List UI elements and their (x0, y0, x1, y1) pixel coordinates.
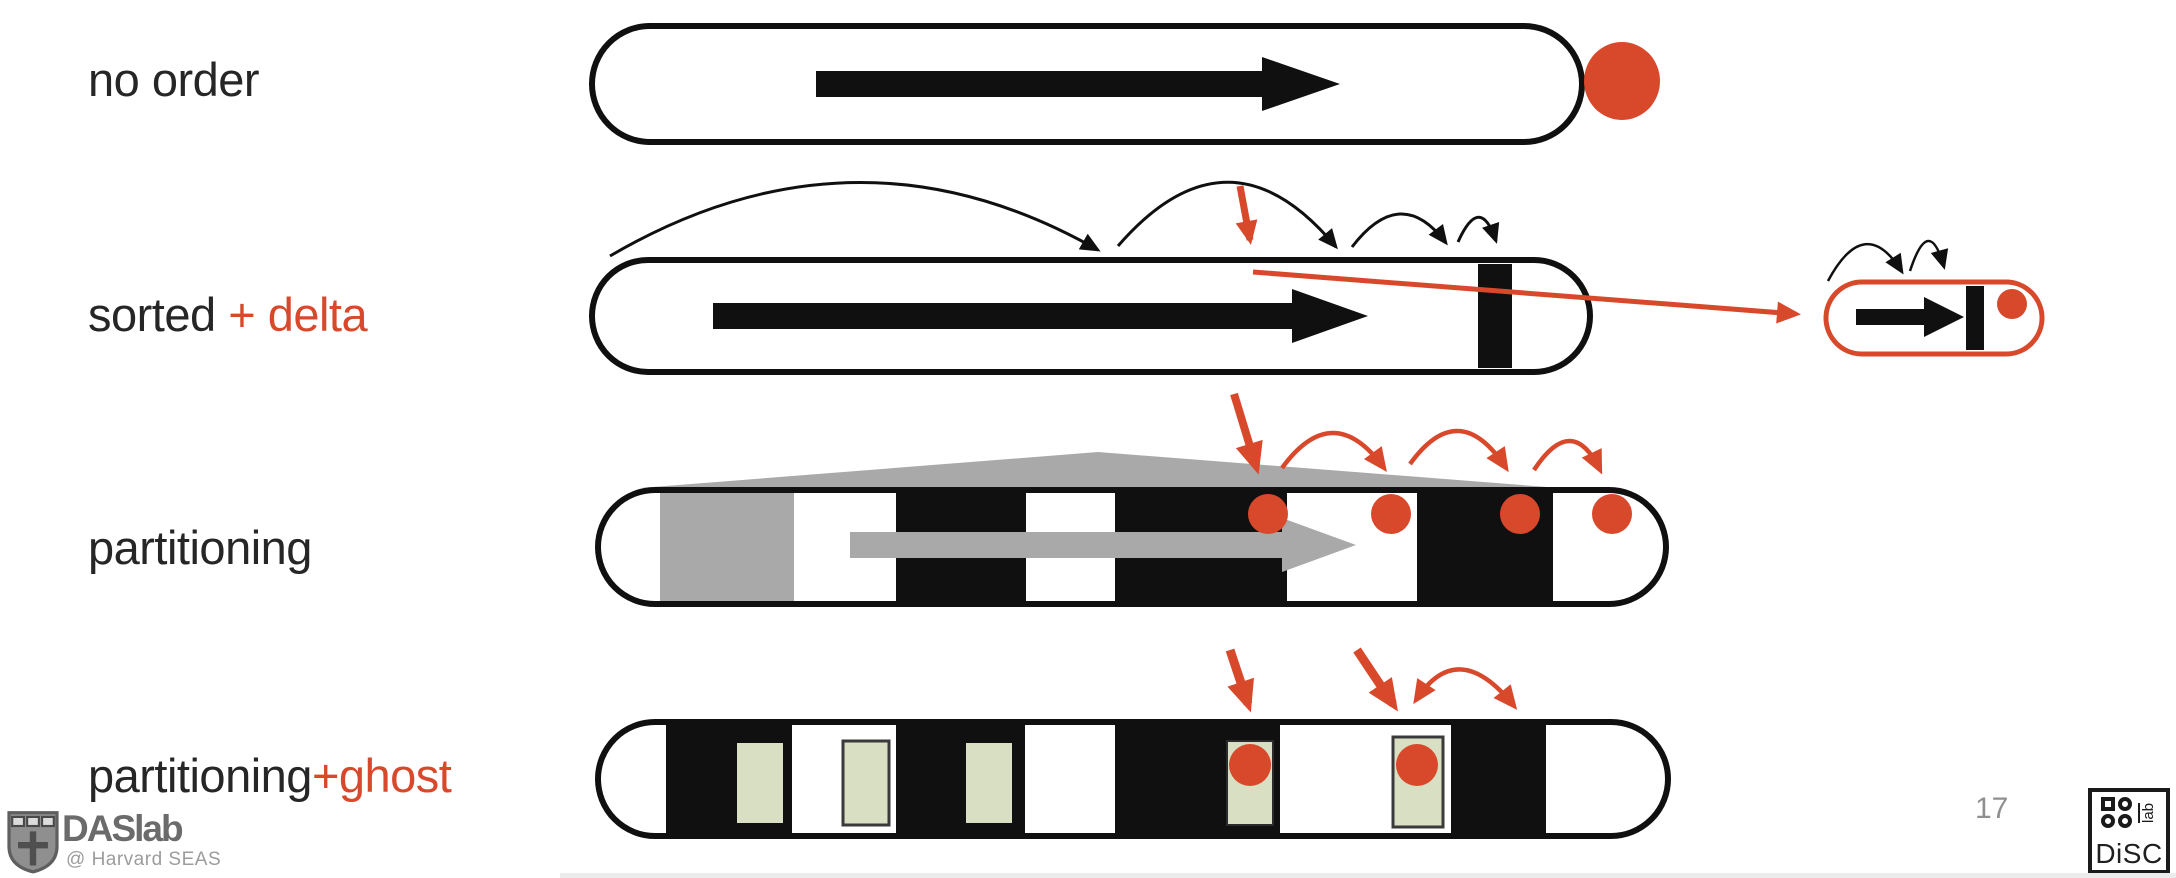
binary-search-arc-3 (1350, 212, 1448, 248)
ghost-slot-2 (841, 739, 891, 827)
binary-search-arc-4 (1456, 215, 1500, 244)
disc-name: DiSC (2095, 838, 2163, 869)
partition-insert-dot-3 (1500, 494, 1540, 534)
daslab-name: DASlab (62, 808, 184, 849)
disc-lab-vertical-text: lab (2138, 802, 2157, 823)
partition-insert-dot-4 (1592, 494, 1632, 534)
disc-glyphs-icon (2100, 797, 2132, 828)
row-label-partitioning: partitioning (88, 522, 312, 574)
insert-arrow-ghost-1 (1225, 648, 1255, 713)
ghost-slot-3 (966, 743, 1012, 823)
scan-arrow-partitioning (850, 518, 1356, 572)
scan-arrow-sorted (713, 289, 1368, 343)
delta-search-arc-2 (1908, 239, 1949, 272)
hop-arc-2 (1408, 428, 1509, 473)
delta-insert-dot (1997, 289, 2027, 319)
harvard-shield-icon (7, 811, 59, 874)
ghost-insert-dot-1 (1229, 744, 1271, 786)
label-sorted-black: sorted (88, 288, 229, 341)
scan-arrow-no-order (816, 57, 1340, 111)
ghost-hop-arc (1413, 667, 1518, 710)
delta-boundary-bar (1478, 264, 1512, 368)
insert-arrow-ghost-2 (1353, 647, 1398, 712)
insert-dot-no-order (1584, 42, 1660, 120)
delta-scan-arrow (1856, 297, 1964, 337)
ghost-insert-dot-2 (1396, 744, 1438, 786)
ghost-slot-1 (737, 743, 783, 823)
delta-search-arc-1 (1826, 243, 1904, 282)
label-delta-red: + delta (228, 288, 368, 341)
label-partitioning-black: partitioning (88, 521, 312, 574)
disc-logo-top: lab (2100, 797, 2157, 828)
partition-insert-dot-1 (1248, 494, 1288, 534)
label-no-order-black: no order (88, 53, 260, 106)
hop-arc-3 (1532, 438, 1603, 475)
row-label-partitioning-ghost: partitioning+ghost (88, 749, 452, 802)
ghost-block-4 (1451, 725, 1546, 833)
bottom-strip (560, 873, 2176, 878)
partition-fence-triangle (640, 452, 1560, 488)
binary-search-arc-2 (1116, 180, 1338, 250)
delta-bar (1966, 286, 1984, 350)
daslab-logo: DASlab @ Harvard SEAS (6, 810, 221, 874)
row-label-sorted-delta: sorted + delta (88, 288, 368, 341)
row-label-no-order: no order (88, 53, 260, 106)
partition-insert-dot-2 (1371, 494, 1411, 534)
page-number: 17 (1975, 792, 2009, 825)
partition-block-gray (660, 493, 794, 601)
label-ghost-red: +ghost (311, 749, 452, 802)
label-partitioning2-black: partitioning (88, 749, 312, 802)
redirect-arrow-to-delta (1252, 269, 1801, 324)
disc-lab-logo: lab DiSC (2088, 788, 2170, 874)
hop-arc-1 (1280, 430, 1387, 473)
daslab-subtitle: @ Harvard SEAS (66, 849, 222, 870)
binary-search-arc-1 (609, 181, 1101, 258)
insert-arrow-partitioning (1230, 392, 1263, 475)
insert-arrow-sorted (1235, 185, 1258, 245)
